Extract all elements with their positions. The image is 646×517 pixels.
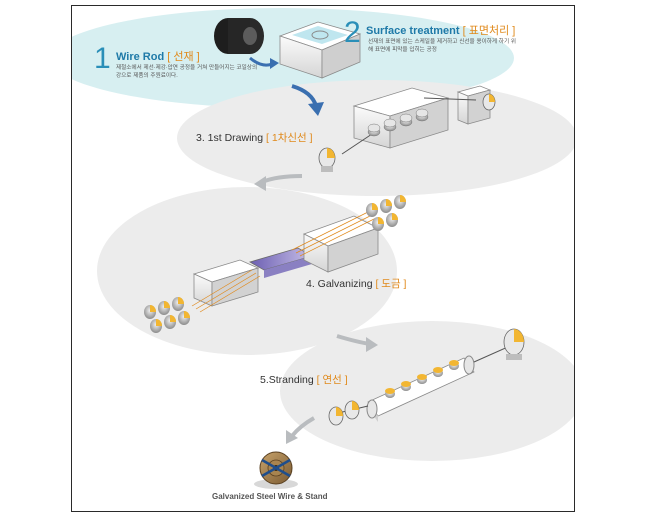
drawing-takeup-spool — [482, 93, 496, 111]
wire-rod-title: Wire Rod [ 선재 ] — [116, 48, 200, 64]
galvanized-wire-reel-icon — [254, 451, 298, 489]
surface-treatment-title-kr: [ 표면처리 ] — [462, 25, 516, 37]
step-1-number: 1 — [94, 42, 111, 75]
wire-rod-description: 제철소에서 제선·제강·압연 공정을 거쳐 만들어지는 코일상의 강으로 제품의… — [116, 65, 258, 79]
arrow-head — [366, 337, 378, 352]
drawing-payoff-spool — [318, 147, 336, 172]
process-diagram: 1 Wire Rod [ 선재 ] 제철소에서 제선·제강·압연 공정을 거쳐 … — [71, 5, 575, 512]
first-drawing-title-kr: [ 1차신선 ] — [266, 132, 313, 144]
step-2-number: 2 — [344, 16, 361, 49]
first-drawing-title-en: 3. 1st Drawing — [196, 132, 264, 144]
wire-rod-title-en: Wire Rod — [116, 51, 165, 63]
arrow-head — [254, 176, 266, 191]
drawing-blocks — [367, 108, 429, 137]
stranding-bobbins — [385, 360, 459, 398]
surface-treatment-tank-icon — [278, 21, 362, 79]
drawing-machine-icon — [341, 85, 492, 155]
galvanizing-title: 4. Galvanizing [ 도금 ] — [306, 276, 406, 291]
arrow-stranding-to-product — [290, 416, 315, 438]
surface-treatment-title-en: Surface treatment — [366, 25, 460, 37]
arrow-head — [286, 430, 298, 444]
wire-rod-title-kr: [ 선재 ] — [167, 51, 200, 63]
stranding-title-en: 5.Stranding — [260, 374, 314, 386]
galvanizing-payoff-coils — [144, 297, 190, 333]
stranding-title-kr: [ 연선 ] — [316, 374, 348, 386]
product-caption: Galvanized Steel Wire & Stand — [212, 492, 328, 501]
surface-treatment-title: Surface treatment [ 표면처리 ] — [366, 22, 515, 38]
first-drawing-title: 3. 1st Drawing [ 1차신선 ] — [196, 130, 313, 145]
arrow-head — [308, 102, 324, 116]
process-illustration — [72, 8, 574, 489]
surface-treatment-description: 선재의 표면에 있는 스케일을 제거하고 신선을 용이하게 하기 위해 표면에 … — [368, 39, 517, 53]
arrow-head — [270, 58, 279, 69]
galvanizing-line-icon — [191, 211, 380, 313]
stranding-payoff-spools — [328, 400, 360, 426]
stranding-title: 5.Stranding [ 연선 ] — [260, 372, 348, 387]
galvanizing-title-kr: [ 도금 ] — [375, 278, 407, 290]
galvanizing-takeup-coils — [366, 195, 406, 231]
wire-rod-coil-icon — [214, 18, 264, 54]
galvanizing-title-en: 4. Galvanizing — [306, 278, 373, 290]
stranding-takeup-reel — [503, 328, 525, 360]
